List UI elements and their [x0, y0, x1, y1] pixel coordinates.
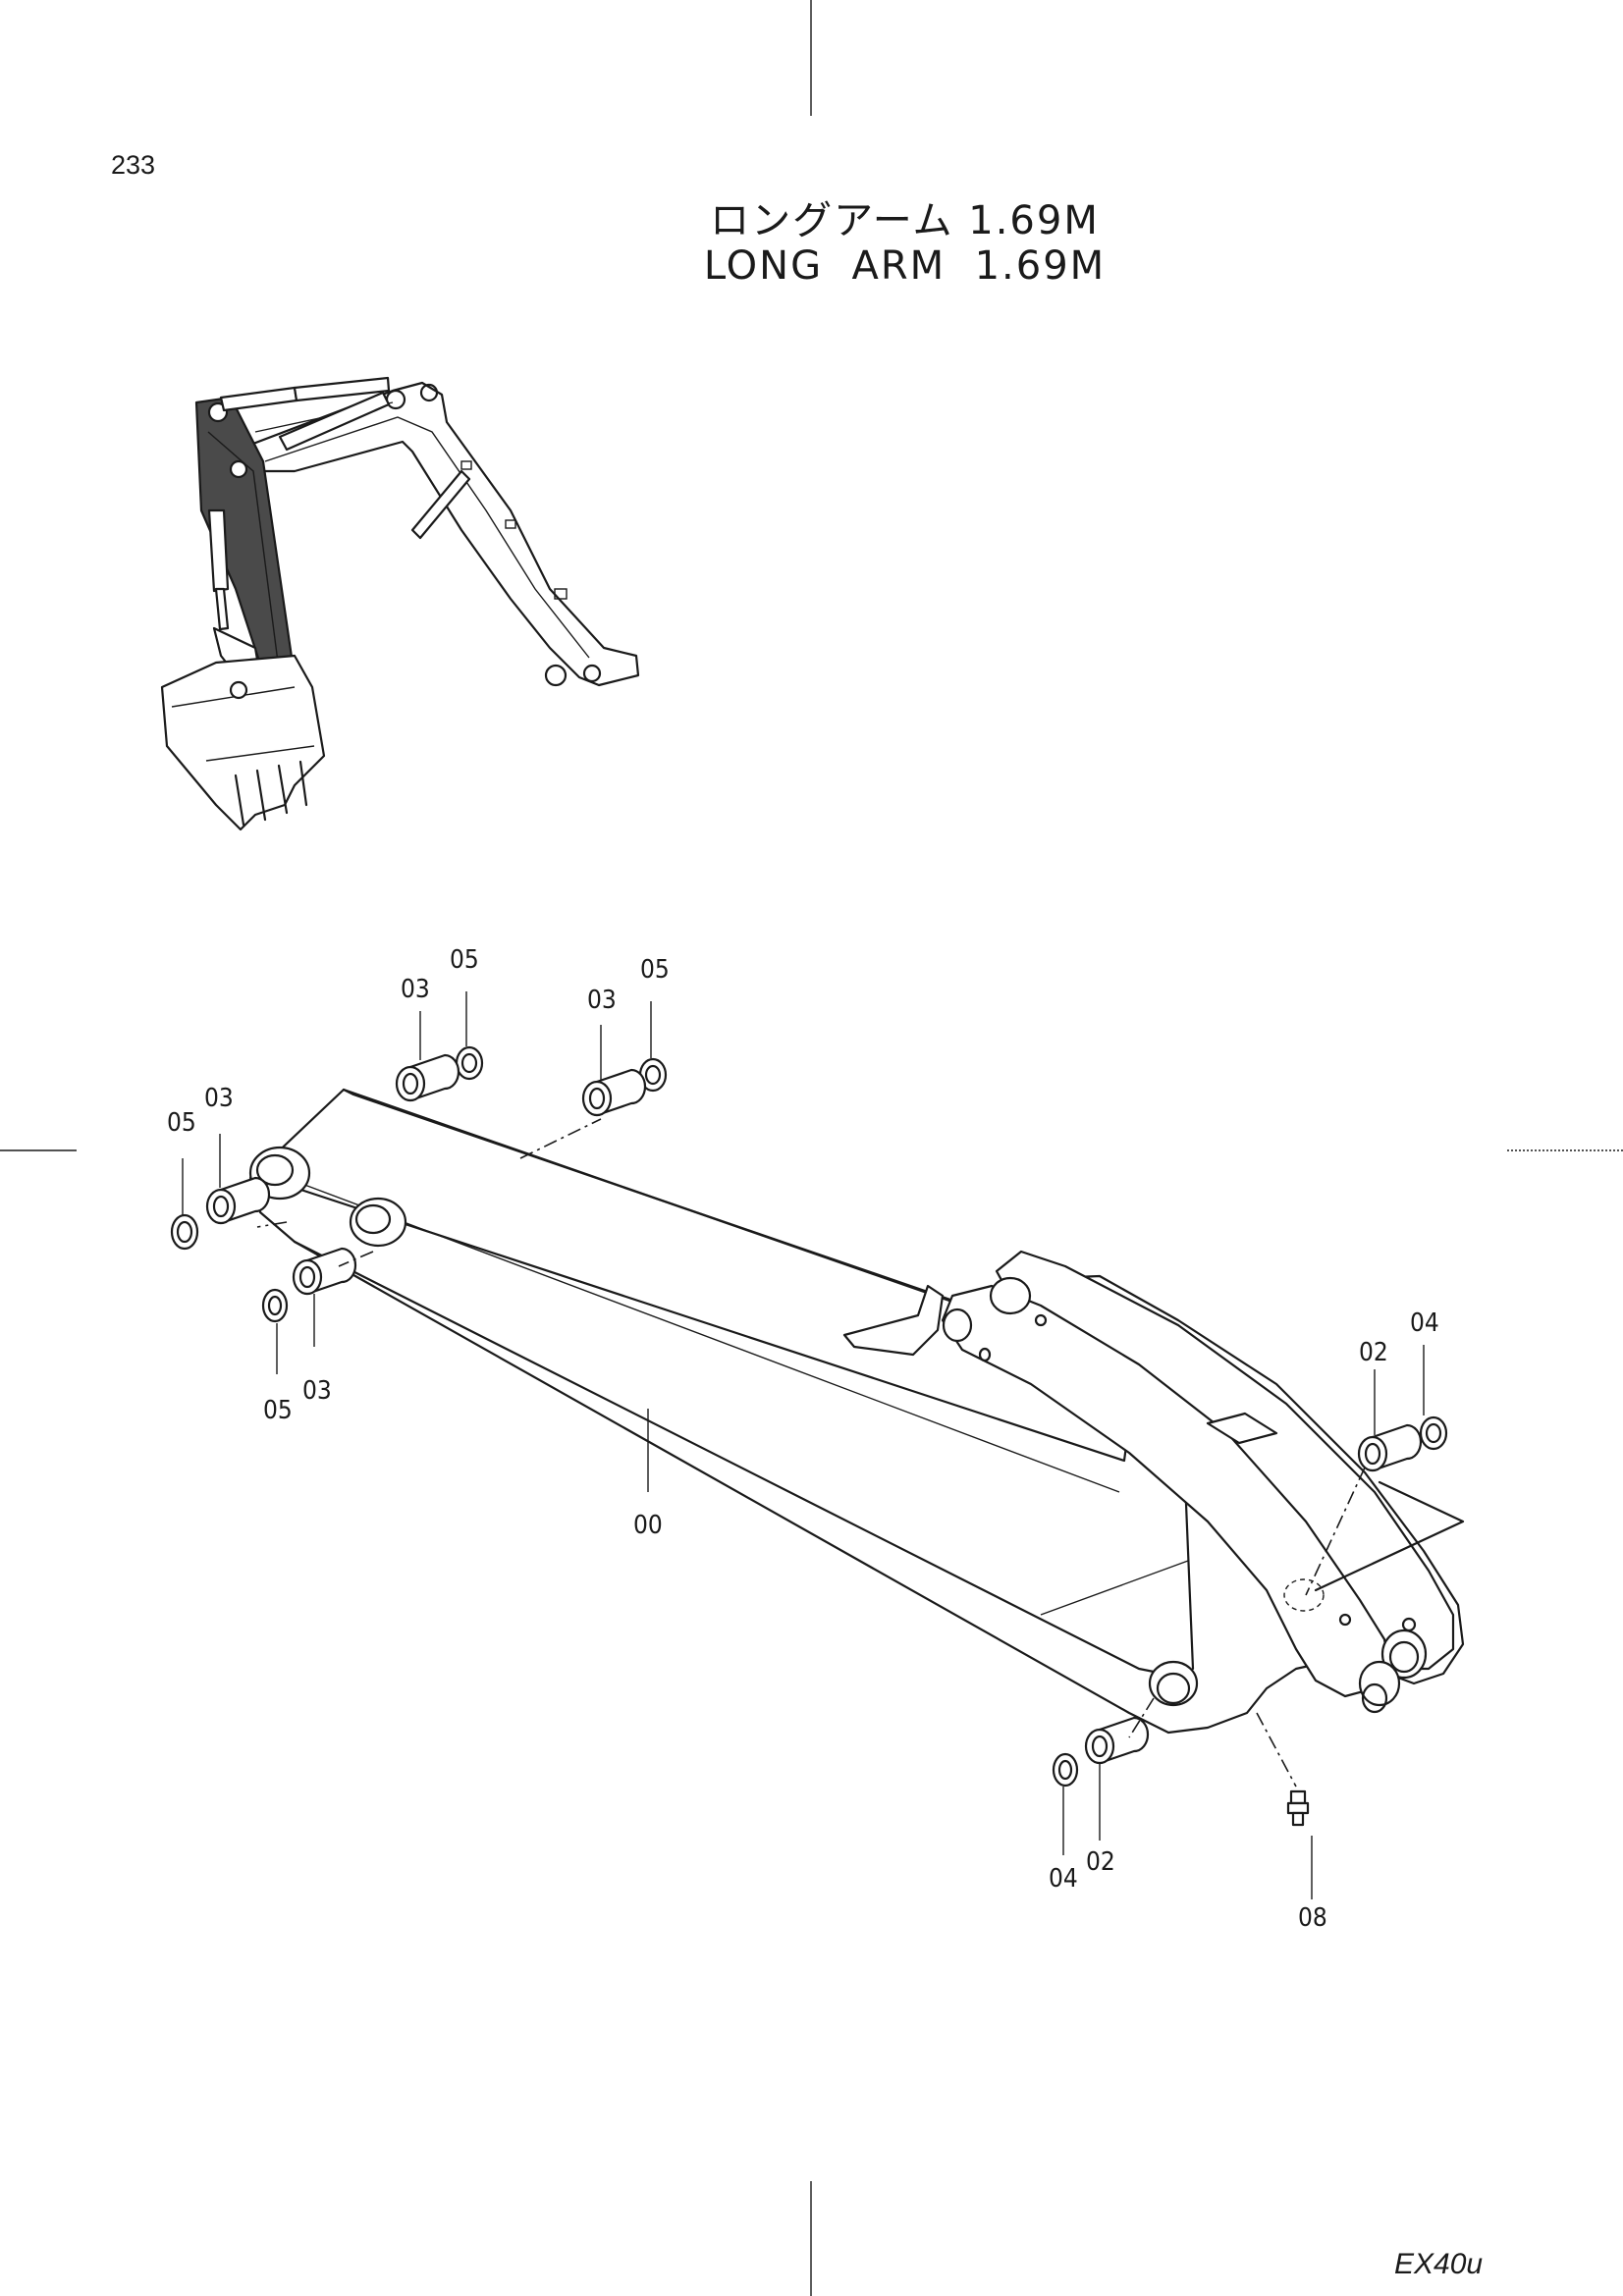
excavator-overview-illustration [160, 376, 640, 831]
model-code: EX40u [1394, 2248, 1484, 2280]
callout-label: 04 [1049, 1864, 1078, 1894]
callout-label: 04 [1410, 1308, 1439, 1338]
callout-labels: 05 03 03 05 05 03 03 05 05 03 00 02 04 0… [167, 945, 1439, 1933]
callout-label: 03 [302, 1376, 332, 1406]
callout-label: 05 [450, 945, 479, 975]
page-number: 233 [111, 150, 156, 180]
callout-label: 00 [633, 1511, 663, 1540]
grease-fitting-part [1286, 1789, 1310, 1827]
callout-label: 05 [263, 1396, 293, 1425]
callout-label: 03 [401, 975, 430, 1004]
callout-label: 05 [640, 955, 670, 985]
assembly-lines [256, 1118, 1366, 1788]
callout-label: 02 [1086, 1847, 1115, 1877]
title-english: LONG ARM 1.69M [703, 243, 1107, 289]
long-arm-assembly [248, 1088, 1465, 1735]
callout-label: 03 [204, 1084, 234, 1113]
callout-label: 03 [587, 986, 617, 1015]
title-japanese: ロングアーム 1.69M [710, 198, 1100, 243]
callout-label: 05 [167, 1108, 196, 1138]
leader-lines [182, 991, 1425, 1899]
callout-label: 02 [1359, 1338, 1388, 1367]
callout-label: 08 [1298, 1903, 1327, 1933]
